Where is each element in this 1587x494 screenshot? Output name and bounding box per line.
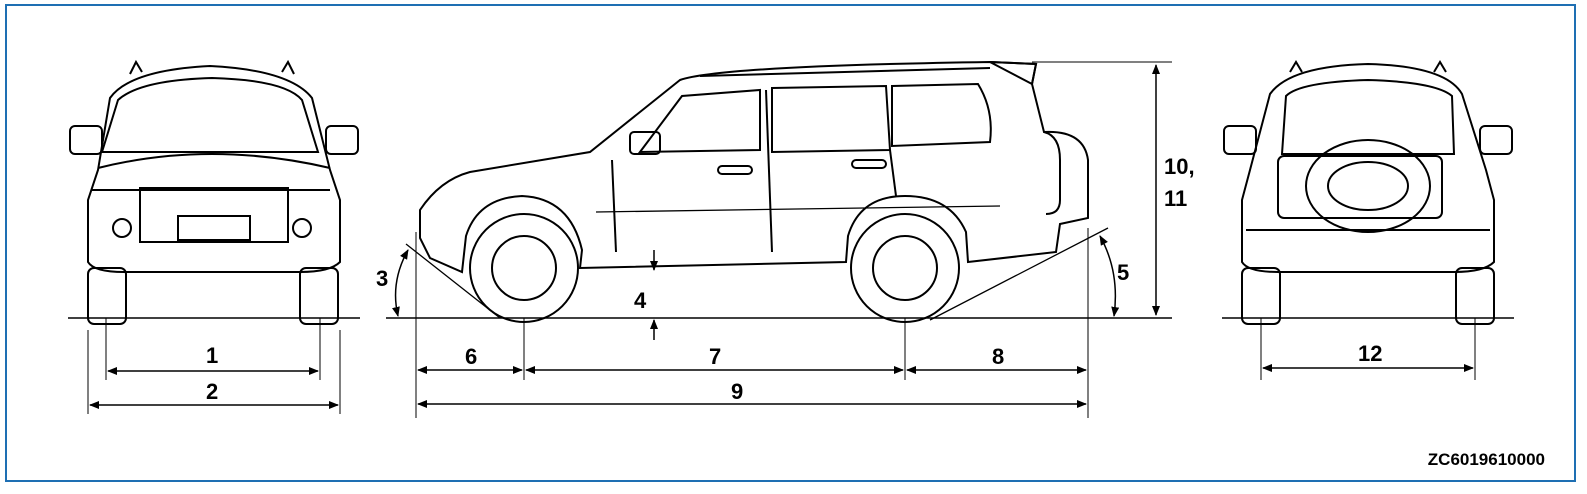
dimension-label-12: 12 (1358, 341, 1383, 366)
dimension-label-11: 11 (1164, 186, 1188, 211)
dimension-label-5: 5 (1117, 260, 1130, 285)
dimension-label-1: 1 (206, 343, 219, 368)
front-view (68, 59, 360, 414)
dimension-label-2: 2 (206, 379, 219, 404)
dimension-label-7: 7 (709, 344, 722, 369)
dimension-label-6: 6 (465, 344, 478, 369)
figure-code: ZC6019610000 (1427, 450, 1545, 469)
rear-view (1222, 60, 1514, 380)
side-view (386, 60, 1172, 418)
dimension-label-8: 8 (992, 344, 1005, 369)
dimension-label-10: 10, (1164, 154, 1195, 179)
dimension-label-3: 3 (376, 266, 389, 291)
dimension-label-9: 9 (731, 379, 744, 404)
dimension-label-4: 4 (634, 288, 647, 313)
